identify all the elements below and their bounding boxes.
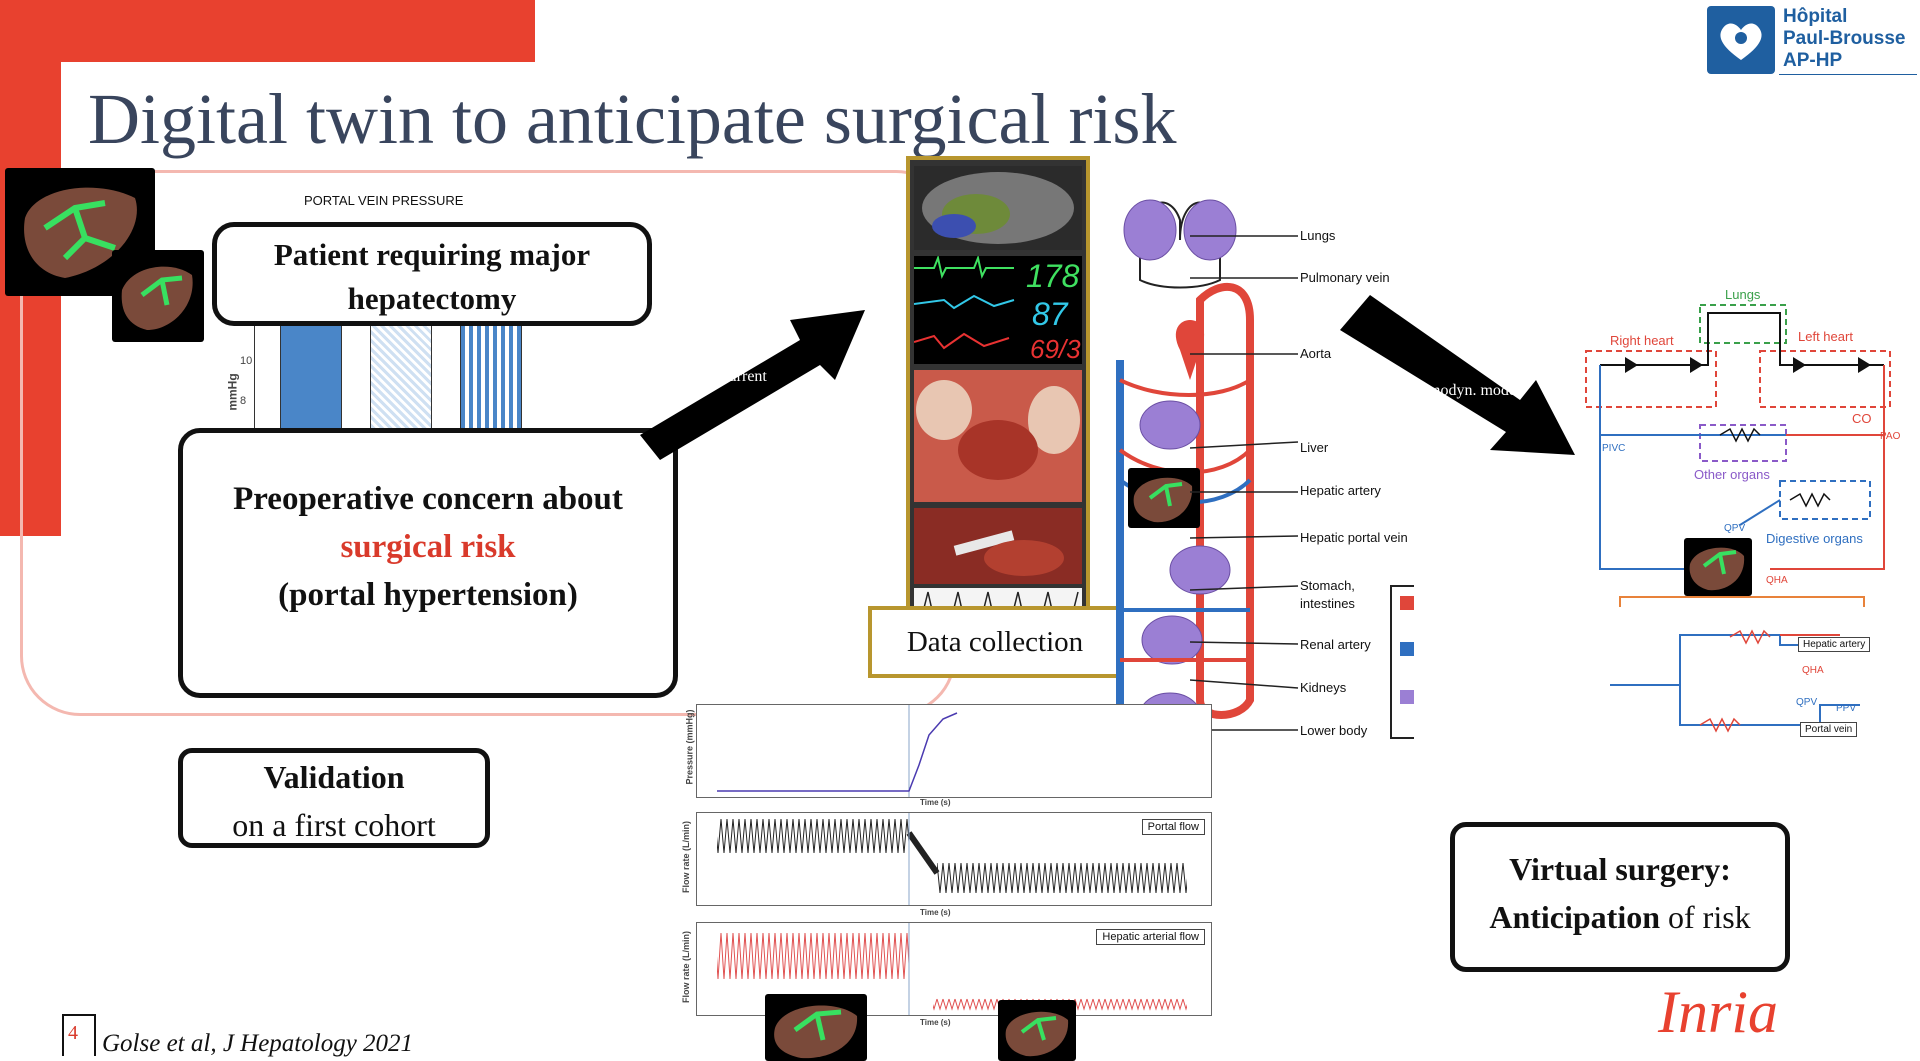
hepatic-flow-plot: Hepatic arterial flow [696, 922, 1212, 1016]
inria-logo: Inria [1658, 979, 1778, 1045]
arrow-right-label: modyn. model [1428, 382, 1521, 399]
legend-purple [1400, 690, 1414, 704]
circuit-other-organs: Other organs [1694, 467, 1770, 482]
pressure-plot [696, 704, 1212, 798]
label-hepatic-artery: Hepatic artery [1300, 483, 1381, 498]
concern-line1: Preoperative concern about [233, 481, 623, 517]
circuit-pao: PAO [1880, 431, 1901, 442]
hospital-logo: Hôpital Paul-Brousse AP-HP [1707, 6, 1917, 76]
citation: Golse et al, J Hepatology 2021 [102, 1030, 414, 1057]
circuit-left-heart: Left heart [1798, 329, 1853, 344]
data-collection-box: Data collection [868, 606, 1122, 678]
label-liver: Liver [1300, 440, 1329, 455]
hepatic-flow-label: Hepatic arterial flow [1096, 929, 1205, 945]
circuit-qpv-2: QPV [1796, 697, 1818, 708]
patient-text: Patient requiring major hepatectomy [273, 237, 591, 316]
circuit-qpv: QPV [1724, 523, 1746, 534]
circuit-liver-image [1684, 538, 1752, 596]
concern-line3: (portal hypertension) [278, 577, 578, 613]
concern-box: Preoperative concern about surgical risk… [178, 428, 678, 698]
circuit-pivc: PIVC [1602, 443, 1626, 454]
circuit-lungs: Lungs [1725, 287, 1761, 302]
heart-hand-icon [1707, 6, 1775, 74]
logo-line2: Paul-Brousse [1783, 28, 1906, 49]
bottom-liver-image-2 [998, 1000, 1076, 1061]
portal-pressure-chart: PORTAL VEIN PRESSURE 12 10 8 mmHg [210, 185, 540, 437]
virtual-line1: Virtual surgery: [1509, 851, 1731, 887]
bar-solid [280, 310, 342, 437]
label-hepatic-portal-vein: Hepatic portal vein [1300, 530, 1408, 545]
circuit-qha-2: QHA [1802, 665, 1824, 676]
ct-scan-image [914, 166, 1082, 250]
logo-line3: AP-HP [1783, 50, 1843, 71]
concern-line2: surgical risk [340, 529, 516, 565]
anatomy-liver-image [1128, 468, 1200, 528]
surgery-image [914, 370, 1082, 502]
data-collection-images: 178 87 69/3 [906, 156, 1090, 624]
portal-flow-xlabel: Time (s) [920, 908, 951, 917]
data-collection-label: Data collection [906, 626, 1084, 658]
bar-hatched [370, 310, 432, 437]
page-number: 4 [68, 1022, 78, 1044]
virtual-surgery-box: Virtual surgery: Anticipation of risk [1450, 822, 1790, 972]
pressure-ylabel: Pressure (mmHg) [684, 709, 695, 785]
legend-red [1400, 596, 1414, 610]
legend-blue [1400, 642, 1414, 656]
portal-flow-plot: Portal flow [696, 812, 1212, 906]
portal-flow-ylabel: Flow rate (L/min) [681, 821, 691, 893]
label-renal-artery: Renal artery [1300, 637, 1371, 652]
bottom-liver-image-1 [765, 994, 867, 1061]
monitor-image: 178 87 69/3 [914, 256, 1082, 364]
patient-box: Patient requiring major hepatectomy [212, 222, 652, 326]
label-kidneys: Kidneys [1300, 680, 1347, 695]
legend-bracket [1390, 585, 1414, 739]
label-lungs: Lungs [1300, 228, 1336, 243]
circulation-diagram [1116, 199, 1254, 738]
circuit-digestive-organs: Digestive organs [1766, 531, 1863, 546]
validation-line2: on a first cohort [232, 807, 436, 843]
label-intestines: intestines [1300, 596, 1355, 611]
circuit-ppv: PPV [1836, 703, 1857, 714]
circuit-qha: QHA [1766, 575, 1788, 586]
catheter-image [914, 508, 1082, 584]
circuit-right-heart: Right heart [1610, 333, 1674, 348]
label-stomach: Stomach, [1300, 578, 1355, 593]
logo-line1: Hôpital [1783, 6, 1848, 27]
portal-flow-label: Portal flow [1141, 819, 1205, 835]
arrow-right-icon [640, 310, 865, 460]
label-lower-body: Lower body [1300, 723, 1368, 738]
monitor-value-1: 178 [1026, 258, 1080, 294]
circuit-hepatic-artery: Hepatic artery [1798, 637, 1871, 652]
circuit-model: Lungs Right heart Left heart CO PAO PIVC… [1580, 285, 1910, 745]
label-aorta: Aorta [1300, 346, 1332, 361]
page-number-box: 4 [62, 1014, 96, 1056]
hepatic-flow-xlabel: Time (s) [920, 1018, 951, 1027]
hepatic-flow-ylabel: Flow rate (L/min) [681, 931, 691, 1003]
validation-line1: Validation [263, 759, 405, 795]
tick-10: 10 [240, 355, 253, 367]
tick-8: 8 [240, 395, 247, 407]
label-pulmonary-vein: Pulmonary vein [1300, 270, 1390, 285]
virtual-line2a: Anticipation [1489, 899, 1661, 935]
slide-title: Digital twin to anticipate surgical risk [88, 79, 1177, 159]
arrow-left-label: Current [718, 368, 767, 385]
pressure-xlabel: Time (s) [920, 798, 951, 807]
monitor-value-2: 87 [1032, 296, 1068, 332]
virtual-line2b: of risk [1660, 899, 1751, 935]
liver-small-image [112, 250, 204, 342]
portal-ylabel: mmHg [225, 373, 240, 411]
simulation-plots: Pressure (mmHg) Time (s) Portal flow Flo… [660, 702, 1215, 1032]
circuit-portal-vein: Portal vein [1800, 722, 1858, 737]
monitor-value-3: 69/3 [1030, 334, 1081, 364]
arrow-down-right-icon [1340, 295, 1575, 455]
validation-box: Validation on a first cohort [178, 748, 490, 848]
portal-chart-title: PORTAL VEIN PRESSURE [304, 193, 464, 208]
bar-striped [460, 310, 522, 437]
circuit-co: CO [1852, 411, 1872, 426]
top-accent-bar [0, 0, 535, 62]
